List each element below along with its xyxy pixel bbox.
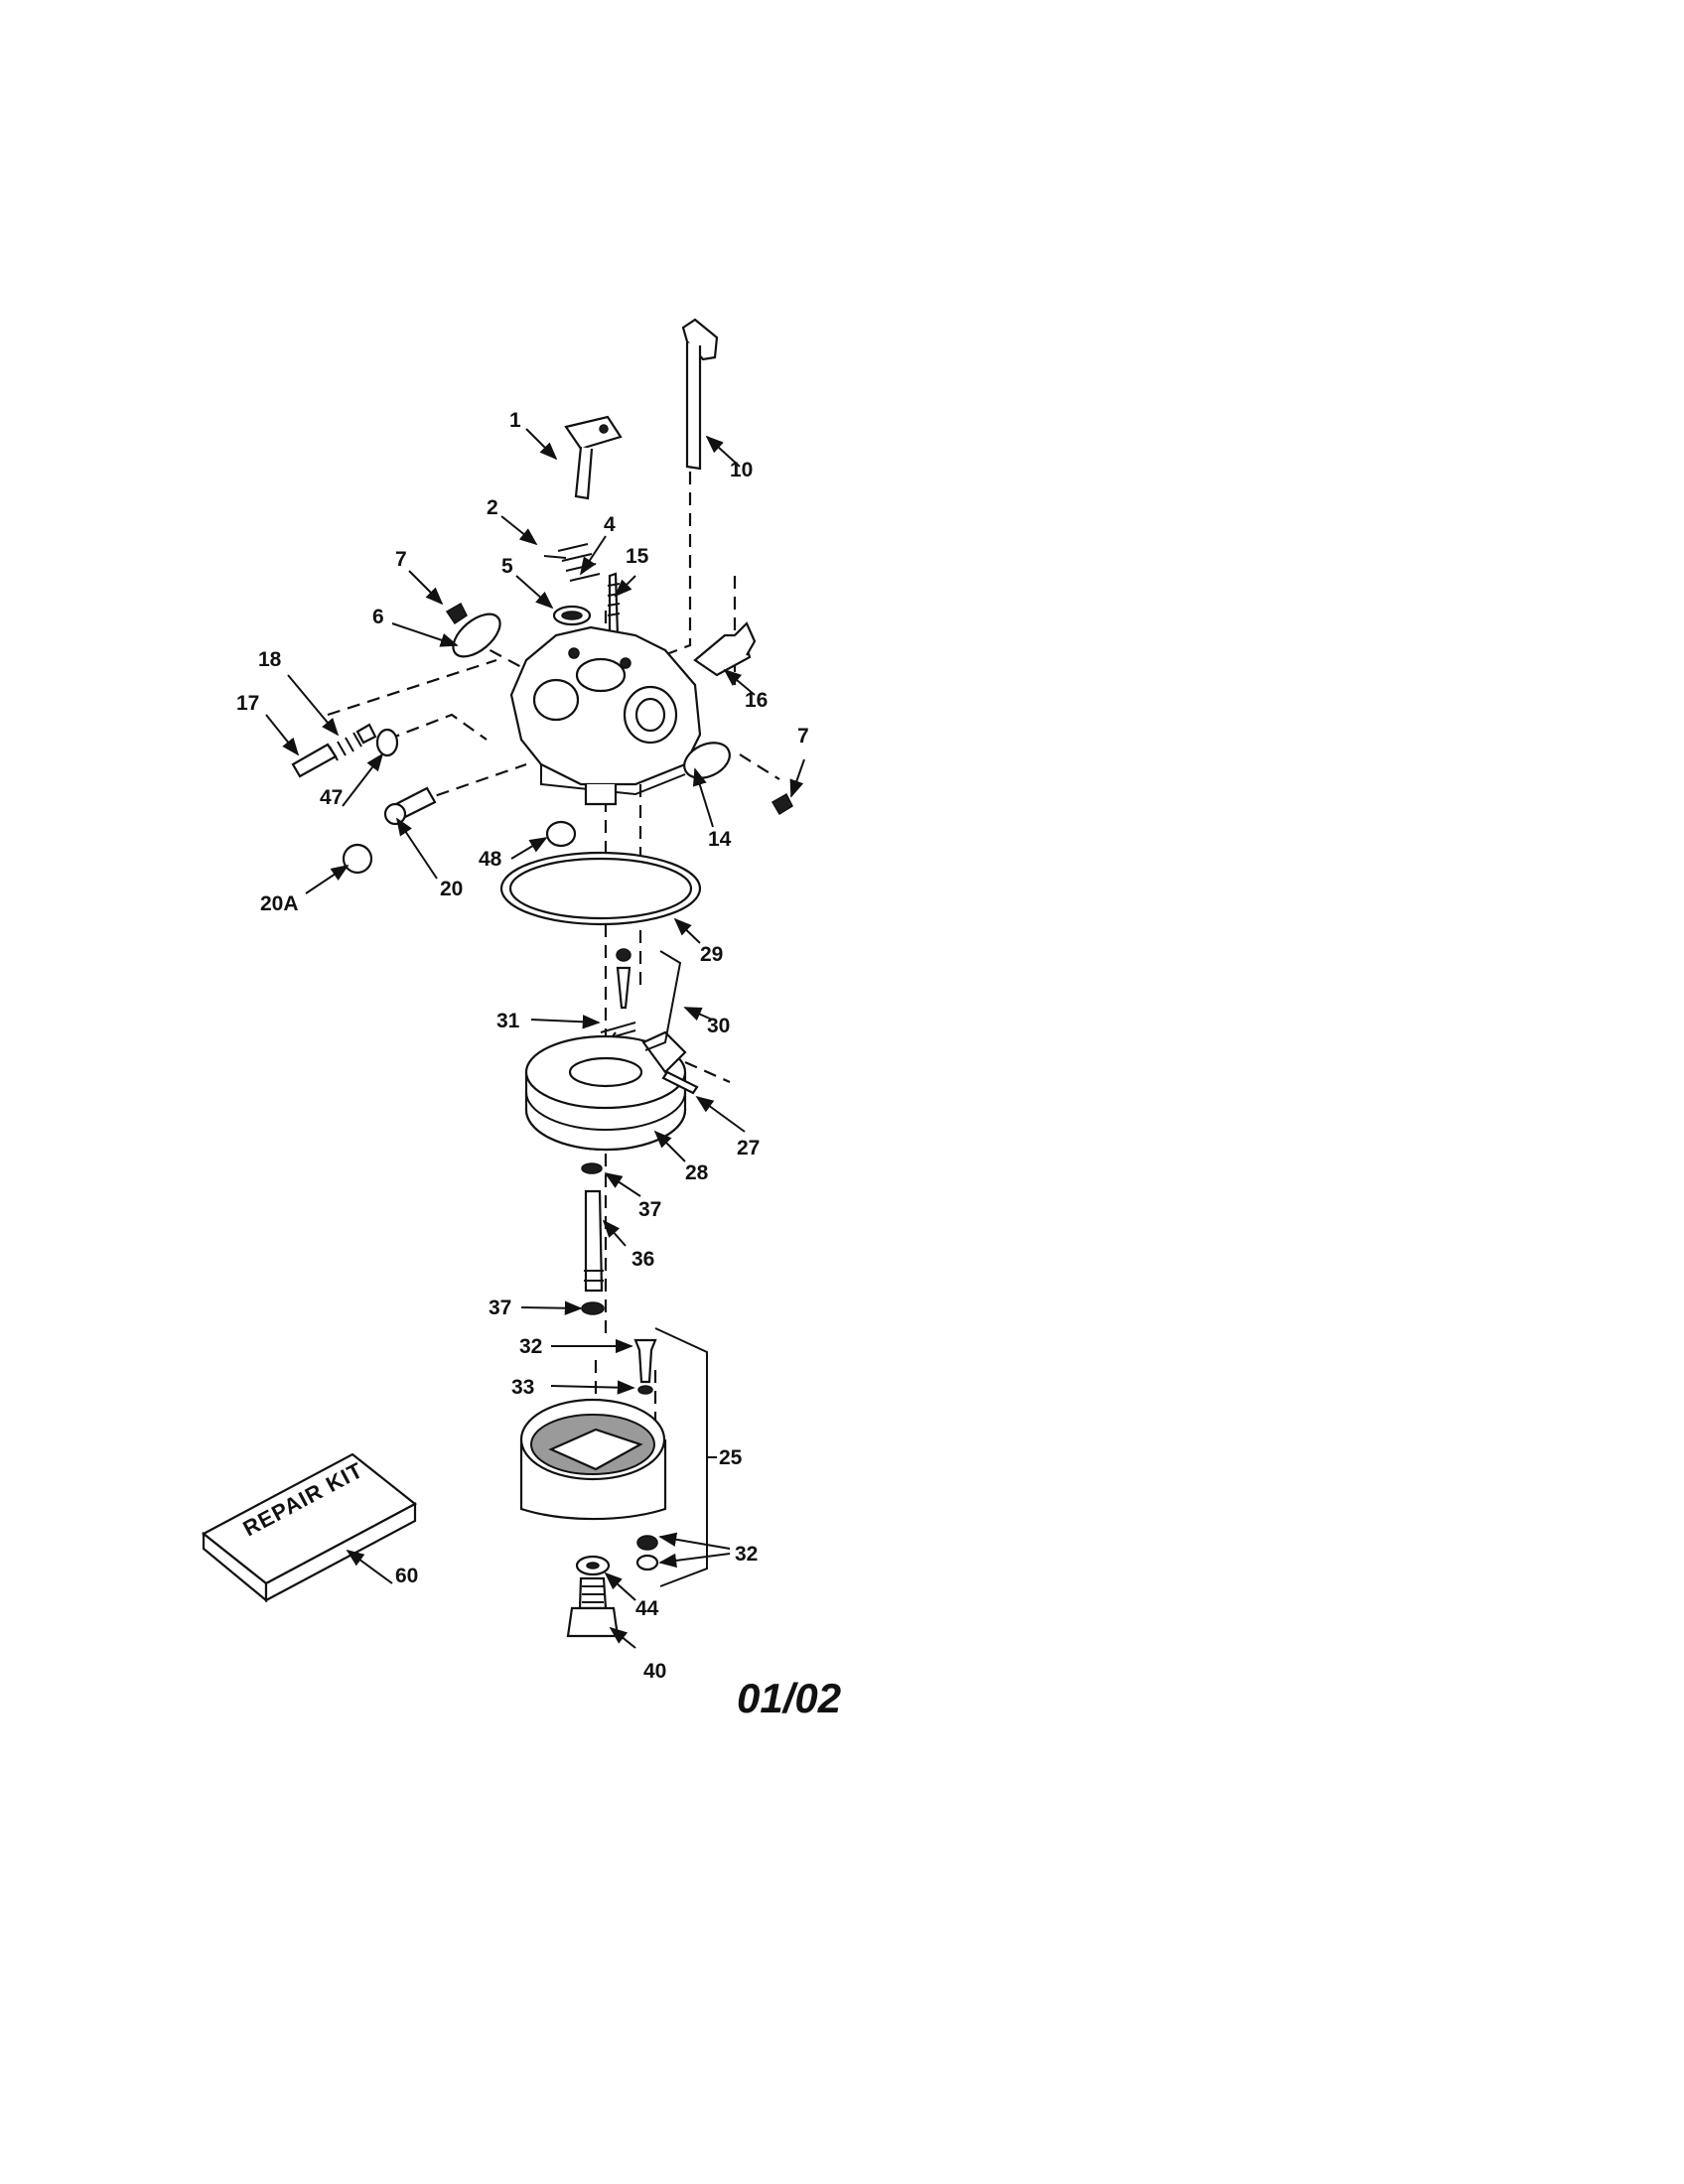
brackets xyxy=(644,950,717,1587)
part-10-choke-shaft xyxy=(681,318,719,471)
label-25: 25 xyxy=(719,1446,743,1469)
label-6: 6 xyxy=(372,606,384,628)
label-44: 44 xyxy=(635,1597,659,1620)
part-18-17-idle-screw xyxy=(291,723,377,778)
label-28: 28 xyxy=(685,1161,709,1184)
part-27-pin xyxy=(661,1070,699,1095)
label-2: 2 xyxy=(487,496,498,519)
part-48-plug xyxy=(545,820,577,848)
label-60: 60 xyxy=(395,1565,418,1587)
label-14: 14 xyxy=(708,828,732,851)
part-25-float-bowl xyxy=(519,1398,667,1521)
part-32-bowl-screws xyxy=(635,1535,659,1571)
part-20-20a-main-jet xyxy=(342,786,437,875)
part-15-needle xyxy=(607,572,621,639)
label-27: 27 xyxy=(737,1137,760,1160)
label-40: 40 xyxy=(643,1660,666,1683)
label-32-bottom: 32 xyxy=(735,1543,758,1566)
date-code: 01/02 xyxy=(737,1675,841,1721)
label-20a: 20A xyxy=(260,892,299,915)
label-15: 15 xyxy=(626,545,649,568)
label-4: 4 xyxy=(604,513,616,536)
label-7-top: 7 xyxy=(395,548,407,571)
label-17: 17 xyxy=(236,692,259,715)
part-5-seal xyxy=(552,605,592,626)
part-40-bowl-nut xyxy=(566,1576,620,1638)
part-36-main-nozzle xyxy=(581,1162,605,1315)
label-47: 47 xyxy=(320,786,343,809)
part-44-washer xyxy=(575,1555,611,1576)
label-32-top: 32 xyxy=(519,1335,542,1358)
part-29-gasket xyxy=(499,851,702,926)
part-14-choke-plate xyxy=(683,742,793,816)
label-10: 10 xyxy=(730,459,753,481)
label-30: 30 xyxy=(707,1015,730,1037)
callout-labels: 1 2 4 5 7 6 10 15 16 18 17 47 7 14 48 20… xyxy=(236,409,809,1683)
label-1: 1 xyxy=(509,409,521,432)
label-7-right: 7 xyxy=(797,725,809,748)
part-carburetor-body xyxy=(509,625,702,806)
label-37-bottom: 37 xyxy=(489,1297,511,1319)
label-29: 29 xyxy=(700,943,723,966)
part-1-throttle-shaft xyxy=(564,415,623,500)
label-48: 48 xyxy=(479,848,502,871)
label-18: 18 xyxy=(258,648,282,671)
label-33: 33 xyxy=(511,1376,534,1399)
label-37-top: 37 xyxy=(638,1198,661,1221)
part-2-4-spring xyxy=(543,543,601,582)
part-32-33-float-bowl-parts xyxy=(633,1338,657,1395)
part-28-float xyxy=(524,1030,687,1152)
label-31: 31 xyxy=(496,1010,520,1032)
part-16-fuel-inlet xyxy=(693,621,757,677)
label-20: 20 xyxy=(440,878,463,900)
part-60-repair-kit: REPAIR KIT xyxy=(202,1452,417,1603)
leader-arrows xyxy=(265,428,805,1649)
part-6-throttle-plate xyxy=(452,613,501,658)
label-36: 36 xyxy=(632,1248,654,1271)
part-30-needle-valve xyxy=(600,948,636,1041)
part-7-screw-top xyxy=(445,602,468,625)
part-47-oring xyxy=(375,728,399,757)
label-5: 5 xyxy=(501,555,513,578)
label-16: 16 xyxy=(745,689,768,712)
